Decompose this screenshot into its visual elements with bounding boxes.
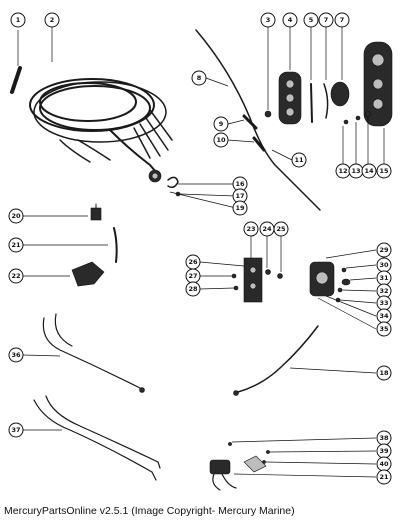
svg-text:16: 16 bbox=[235, 180, 245, 188]
callout-22: 39 bbox=[376, 443, 392, 459]
callout-32: 28 bbox=[185, 281, 201, 297]
parts-15-16-17-hardware bbox=[167, 176, 237, 209]
callout-18: 18 bbox=[376, 365, 392, 381]
svg-text:25: 25 bbox=[276, 225, 286, 233]
part-14-pin bbox=[10, 30, 22, 94]
callout-38: 22 bbox=[8, 268, 24, 284]
callout-28: 30 bbox=[376, 257, 392, 273]
svg-text:35: 35 bbox=[379, 325, 389, 333]
parts-21-24-switch-group bbox=[209, 437, 377, 491]
svg-text:5: 5 bbox=[309, 16, 314, 24]
svg-text:11: 11 bbox=[294, 156, 304, 164]
callout-3: 13 bbox=[348, 163, 364, 179]
callout-27: 33 bbox=[376, 295, 392, 311]
svg-text:23: 23 bbox=[246, 225, 255, 233]
svg-text:34: 34 bbox=[379, 312, 389, 320]
callout-14: 1 bbox=[10, 12, 26, 28]
svg-text:2: 2 bbox=[50, 16, 55, 24]
svg-text:27: 27 bbox=[188, 272, 197, 280]
callout-8-left: 9 bbox=[213, 116, 229, 132]
svg-text:37: 37 bbox=[11, 426, 20, 434]
callout-11: 4 bbox=[282, 12, 298, 28]
callout-39: 20 bbox=[8, 208, 24, 224]
callout-25: 35 bbox=[376, 321, 392, 337]
callout-2: 14 bbox=[361, 163, 377, 179]
svg-text:8: 8 bbox=[197, 74, 202, 82]
callout-23: 40 bbox=[376, 456, 392, 472]
svg-text:14: 14 bbox=[364, 167, 374, 175]
callout-10: 7 bbox=[318, 12, 334, 28]
callout-12: 3 bbox=[260, 12, 276, 28]
callout-4: 12 bbox=[335, 163, 351, 179]
part-19-wire bbox=[22, 313, 145, 393]
svg-text:36: 36 bbox=[11, 351, 21, 359]
svg-text:38: 38 bbox=[379, 434, 389, 442]
part-38-bracket bbox=[23, 261, 105, 287]
svg-text:19: 19 bbox=[235, 204, 245, 212]
part-13-wiring-harness bbox=[29, 26, 173, 183]
svg-text:29: 29 bbox=[379, 246, 389, 254]
svg-text:3: 3 bbox=[266, 16, 271, 24]
callout-31: 29 bbox=[376, 242, 392, 258]
callout-40: 21 bbox=[8, 237, 24, 253]
svg-text:7: 7 bbox=[324, 16, 329, 24]
svg-text:1: 1 bbox=[16, 16, 21, 24]
callout-5: 7 bbox=[334, 12, 350, 28]
callout-33: 27 bbox=[185, 268, 201, 284]
parts-5-8-10-11-12-switch bbox=[264, 26, 350, 125]
callout-13: 2 bbox=[44, 12, 60, 28]
svg-text:18: 18 bbox=[379, 369, 389, 377]
image-caption: MercuryPartsOnline v2.5.1 (Image Copyrig… bbox=[4, 505, 295, 517]
part-39-clip bbox=[23, 203, 102, 221]
parts-25-31-switch-hardware bbox=[309, 249, 377, 330]
svg-text:32: 32 bbox=[379, 287, 388, 295]
svg-text:13: 13 bbox=[351, 167, 360, 175]
svg-text:40: 40 bbox=[379, 460, 389, 468]
svg-text:9: 9 bbox=[219, 120, 224, 128]
callout-1: 15 bbox=[376, 163, 392, 179]
svg-text:33: 33 bbox=[379, 299, 388, 307]
svg-text:31: 31 bbox=[379, 274, 389, 282]
svg-text:30: 30 bbox=[379, 261, 389, 269]
svg-text:21: 21 bbox=[11, 241, 21, 249]
callout-17: 16 bbox=[232, 176, 248, 192]
svg-text:7: 7 bbox=[340, 16, 345, 24]
svg-text:12: 12 bbox=[338, 167, 347, 175]
callout-34: 26 bbox=[185, 254, 201, 270]
callout-29: 31 bbox=[376, 270, 392, 286]
part-20-wire-pair bbox=[23, 395, 161, 481]
callout-36: 25 bbox=[273, 221, 289, 237]
callout-9: 10 bbox=[213, 132, 229, 148]
svg-text:21: 21 bbox=[379, 473, 389, 481]
callout-7-lower: 11 bbox=[291, 152, 307, 168]
callout-8: 5 bbox=[303, 12, 319, 28]
callout-21: 21 bbox=[376, 469, 392, 485]
part-7-cables bbox=[195, 29, 321, 211]
callout-35: 24 bbox=[259, 221, 275, 237]
svg-text:17: 17 bbox=[235, 192, 244, 200]
svg-text:15: 15 bbox=[379, 167, 389, 175]
svg-text:22: 22 bbox=[11, 272, 20, 280]
svg-text:20: 20 bbox=[11, 212, 21, 220]
parts-32-37-bracket-assembly bbox=[199, 236, 283, 303]
callout-20: 37 bbox=[8, 422, 24, 438]
part-18-cable bbox=[233, 325, 377, 396]
parts-1-2-3-4-key-switch bbox=[342, 41, 393, 164]
callout-24: 38 bbox=[376, 430, 392, 446]
callout-7-upper: 8 bbox=[191, 70, 207, 86]
part-40-lead-wire bbox=[23, 227, 118, 263]
svg-text:24: 24 bbox=[262, 225, 272, 233]
callout-37: 23 bbox=[243, 221, 259, 237]
callout-19: 36 bbox=[8, 347, 24, 363]
svg-text:39: 39 bbox=[379, 447, 389, 455]
svg-text:28: 28 bbox=[188, 285, 198, 293]
svg-text:4: 4 bbox=[288, 16, 293, 24]
callout-16: 19 bbox=[232, 200, 248, 216]
svg-text:10: 10 bbox=[216, 136, 226, 144]
callout-26: 34 bbox=[376, 308, 392, 324]
svg-text:26: 26 bbox=[188, 258, 198, 266]
